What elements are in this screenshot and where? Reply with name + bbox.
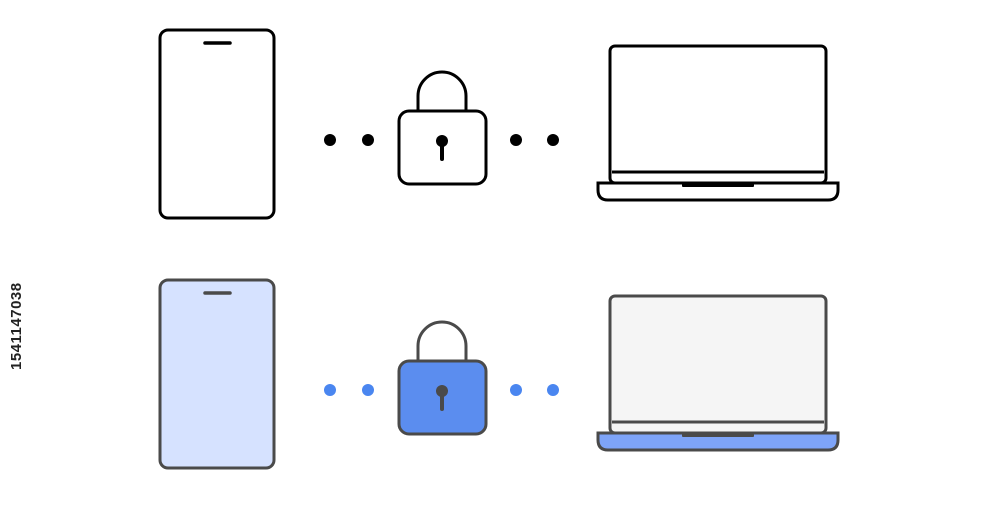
connection-dots-right bbox=[510, 134, 559, 146]
smartphone-icon bbox=[158, 28, 276, 220]
connection-dots-right bbox=[510, 384, 559, 396]
connection-dots-left bbox=[324, 384, 374, 396]
padlock-icon bbox=[397, 70, 488, 186]
row-color bbox=[158, 278, 840, 470]
stock-image-id: 1541147038 bbox=[8, 282, 25, 370]
connection-dots-left bbox=[324, 134, 374, 146]
laptop-icon bbox=[596, 44, 840, 202]
row-outline bbox=[158, 28, 840, 220]
smartphone-icon bbox=[158, 278, 276, 470]
padlock-icon bbox=[397, 320, 488, 436]
laptop-icon bbox=[596, 294, 840, 452]
